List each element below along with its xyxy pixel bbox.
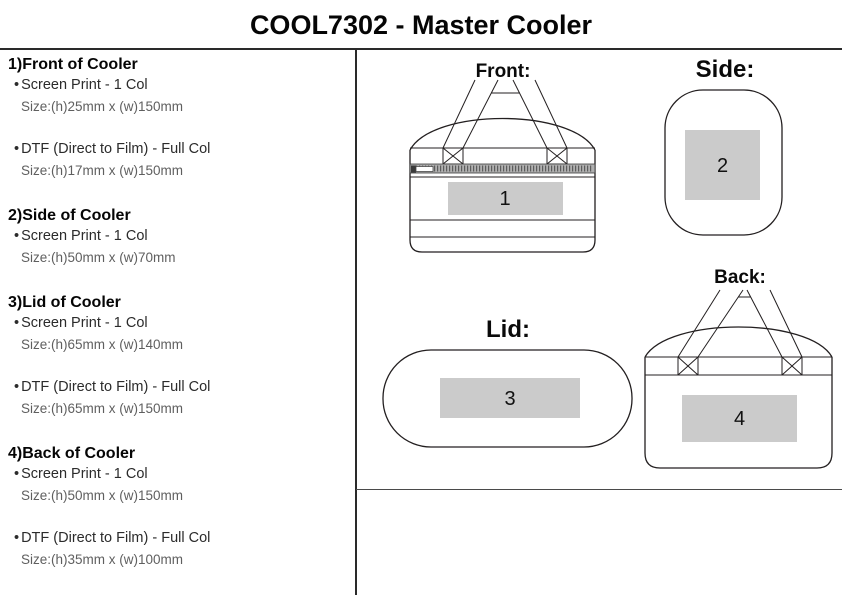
print-method: •DTF (Direct to Film) - Full Col xyxy=(8,528,348,549)
front-bag-dome xyxy=(409,117,596,151)
header-divider xyxy=(0,48,842,50)
print-method: •DTF (Direct to Film) - Full Col xyxy=(8,377,348,398)
spec-item: •Screen Print - 1 Col Size:(h)65mm x (w)… xyxy=(8,313,348,355)
spec-item: •DTF (Direct to Film) - Full Col Size:(h… xyxy=(8,377,348,419)
zipper-slider xyxy=(411,165,416,173)
spec-item: •DTF (Direct to Film) - Full Col Size:(h… xyxy=(8,528,348,570)
side-print-area-number: 2 xyxy=(717,155,728,177)
side-view-label: Side: xyxy=(695,56,755,83)
front-print-area xyxy=(448,182,563,215)
spec-heading-lid: 3)Lid of Cooler xyxy=(8,294,121,311)
print-size: Size:(h)50mm x (w)70mm xyxy=(21,250,176,265)
bullet-icon: • xyxy=(14,228,20,244)
print-method-label: Screen Print - 1 Col xyxy=(21,466,148,482)
front-bag-body xyxy=(409,150,596,253)
bullet-icon: • xyxy=(14,379,20,395)
zipper-pull xyxy=(415,166,434,172)
spec-section-front: 1)Front of Cooler •Screen Print - 1 Col … xyxy=(8,54,348,181)
print-size: Size:(h)17mm x (w)150mm xyxy=(21,163,184,178)
lid-print-area-number: 3 xyxy=(504,388,515,410)
side-print-area xyxy=(685,130,760,200)
lid-view-label: Lid: xyxy=(486,316,530,343)
print-size: Size:(h)65mm x (w)150mm xyxy=(21,401,184,416)
print-method-label: Screen Print - 1 Col xyxy=(21,315,148,331)
print-method-label: DTF (Direct to Film) - Full Col xyxy=(21,141,211,157)
back-strap-left-outer xyxy=(677,289,721,358)
back-strap-right-outer xyxy=(769,289,803,358)
page-title: COOL7302 - Master Cooler xyxy=(249,10,593,40)
spec-item: •Screen Print - 1 Col Size:(h)25mm x (w)… xyxy=(8,75,348,117)
front-zipper xyxy=(409,163,596,174)
front-strap-right-inner xyxy=(512,79,548,149)
print-method: •Screen Print - 1 Col xyxy=(8,464,348,485)
print-method-label: DTF (Direct to Film) - Full Col xyxy=(21,530,211,546)
back-print-area-number: 4 xyxy=(734,408,745,430)
lid-view-drawing: 3 xyxy=(382,349,633,448)
back-print-area xyxy=(682,395,797,442)
spec-heading-side: 2)Side of Cooler xyxy=(8,207,131,224)
front-strap-box-right xyxy=(546,147,568,165)
drawing-panel-divider xyxy=(356,489,842,490)
spec-heading-front: 1)Front of Cooler xyxy=(8,56,138,73)
bullet-icon: • xyxy=(14,315,20,331)
front-strap-left-inner xyxy=(462,79,499,149)
bullet-icon: • xyxy=(14,530,20,546)
front-strap-box-left xyxy=(442,147,464,165)
spec-item: •Screen Print - 1 Col Size:(h)50mm x (w)… xyxy=(8,226,348,268)
print-method: •Screen Print - 1 Col xyxy=(8,75,348,96)
print-method: •Screen Print - 1 Col xyxy=(8,313,348,334)
back-view-drawing: 4 xyxy=(644,289,833,469)
print-size: Size:(h)50mm x (w)150mm xyxy=(21,488,184,503)
spec-item: •Screen Print - 1 Col Size:(h)50mm x (w)… xyxy=(8,464,348,506)
back-strap-box-right xyxy=(781,356,803,376)
back-bag-body xyxy=(644,357,833,469)
front-view-label: Front: xyxy=(475,61,531,82)
back-view-label: Back: xyxy=(714,267,766,288)
bullet-icon: • xyxy=(14,77,20,93)
front-print-area-number: 1 xyxy=(499,188,510,210)
spec-item: •DTF (Direct to Film) - Full Col Size:(h… xyxy=(8,139,348,181)
bullet-icon: • xyxy=(14,141,20,157)
back-strap-right-inner xyxy=(746,289,783,358)
print-size: Size:(h)65mm x (w)140mm xyxy=(21,337,184,352)
bullet-icon: • xyxy=(14,466,20,482)
side-view-drawing: 2 xyxy=(664,89,783,236)
print-method-label: Screen Print - 1 Col xyxy=(21,228,148,244)
side-panel-outline xyxy=(664,89,783,236)
spec-section-back: 4)Back of Cooler •Screen Print - 1 Col S… xyxy=(8,443,348,570)
lid-outline xyxy=(382,349,633,448)
front-strap-left-outer xyxy=(442,79,476,149)
print-size: Size:(h)25mm x (w)150mm xyxy=(21,99,184,114)
print-method-label: DTF (Direct to Film) - Full Col xyxy=(21,379,211,395)
spec-heading-back: 4)Back of Cooler xyxy=(8,445,136,462)
back-strap-left-inner xyxy=(697,289,744,358)
print-size: Size:(h)35mm x (w)100mm xyxy=(21,552,184,567)
front-view-drawing: 1 xyxy=(409,79,596,253)
spec-sidebar: 1)Front of Cooler •Screen Print - 1 Col … xyxy=(8,54,348,570)
back-strap-box-left xyxy=(677,356,699,376)
column-divider xyxy=(355,48,357,595)
back-bag-dome xyxy=(644,326,833,358)
front-strap-right-outer xyxy=(534,79,568,149)
spec-section-side: 2)Side of Cooler •Screen Print - 1 Col S… xyxy=(8,205,348,268)
lid-print-area xyxy=(440,378,580,418)
print-method: •DTF (Direct to Film) - Full Col xyxy=(8,139,348,160)
print-method-label: Screen Print - 1 Col xyxy=(21,77,148,93)
print-method: •Screen Print - 1 Col xyxy=(8,226,348,247)
spec-section-lid: 3)Lid of Cooler •Screen Print - 1 Col Si… xyxy=(8,292,348,419)
